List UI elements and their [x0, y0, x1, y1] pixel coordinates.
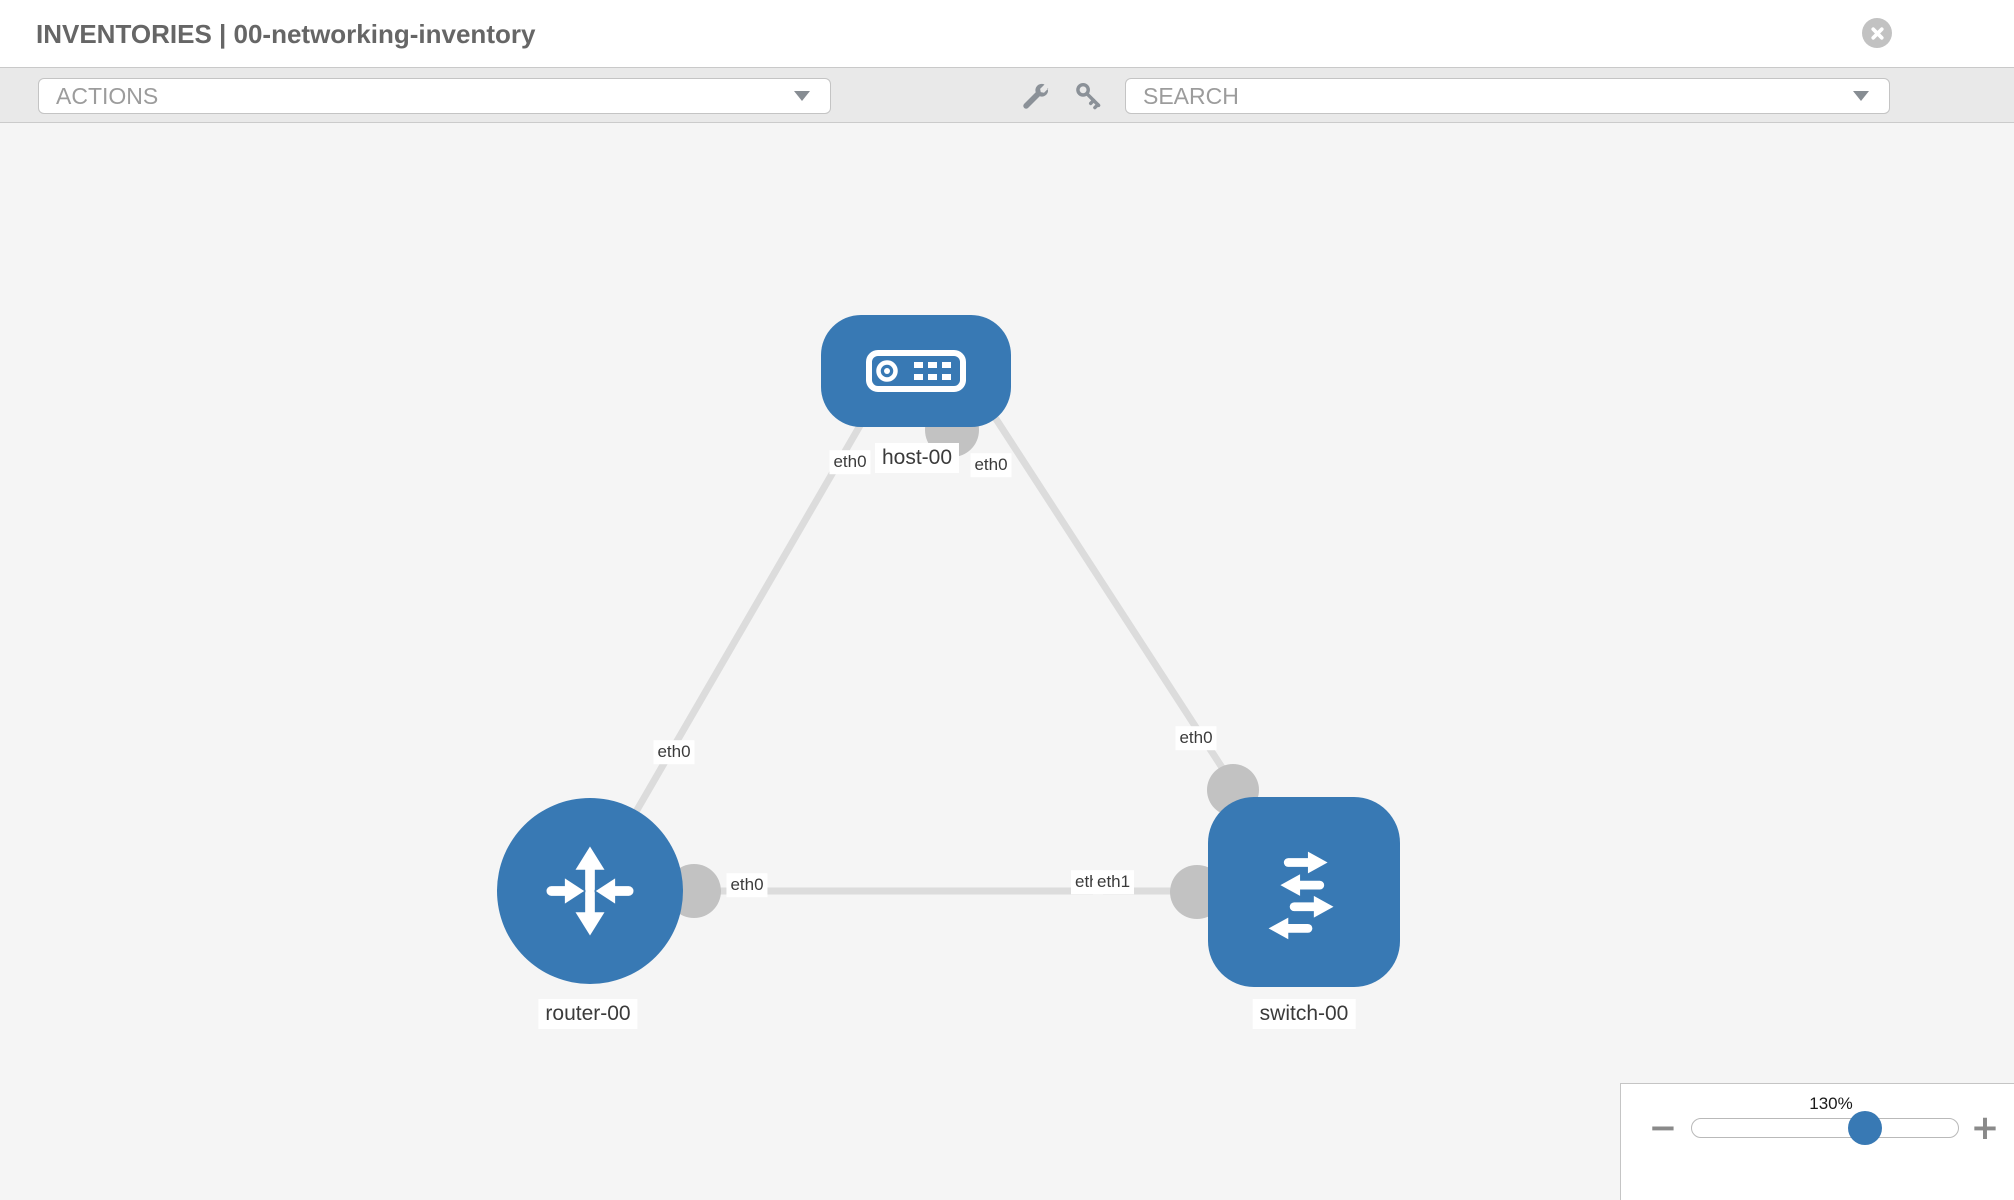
wrench-icon	[1023, 83, 1049, 109]
iface-label-switch-left: eth1	[1093, 870, 1135, 894]
configure-tools-button[interactable]	[1013, 68, 1057, 123]
chevron-down-icon	[794, 91, 810, 101]
node-switch-00[interactable]	[1208, 797, 1400, 987]
key-icon	[1076, 82, 1101, 109]
iface-label-router-right: eth0	[726, 873, 768, 897]
node-label-router-00: router-00	[538, 999, 638, 1030]
page-title: INVENTORIES | 00-networking-inventory	[36, 19, 536, 49]
node-label-host-00: host-00	[874, 443, 960, 474]
zoom-percentage: 130%	[1809, 1094, 1853, 1113]
topology-canvas[interactable]: host-00 router-00 switch-00 eth0 eth0 et…	[0, 123, 2014, 1200]
chevron-down-icon	[1853, 91, 1869, 101]
node-label-switch-00: switch-00	[1252, 999, 1356, 1030]
zoom-out-button[interactable]: −	[1643, 1106, 1683, 1150]
iface-label-switch-top: eth0	[1175, 726, 1217, 750]
credentials-button[interactable]	[1066, 68, 1110, 123]
close-button[interactable]	[1862, 18, 1892, 48]
node-host-00[interactable]	[821, 315, 1011, 427]
node-router-00[interactable]	[497, 798, 683, 984]
iface-label-host-left: eth0	[829, 450, 871, 474]
router-icon	[546, 846, 634, 936]
host-icon	[866, 350, 966, 392]
link-lines	[586, 344, 1314, 895]
search-dropdown[interactable]: SEARCH	[1125, 78, 1890, 114]
zoom-control-panel: 130% − +	[1620, 1083, 2014, 1200]
actions-dropdown-label: ACTIONS	[56, 82, 159, 109]
close-icon	[1870, 26, 1884, 40]
toolbar: ACTIONS SEARCH	[0, 68, 2014, 123]
header: INVENTORIES | 00-networking-inventory	[0, 0, 2014, 68]
actions-dropdown[interactable]: ACTIONS	[38, 78, 831, 114]
search-dropdown-label: SEARCH	[1143, 82, 1239, 109]
iface-label-host-right: eth0	[970, 453, 1012, 477]
zoom-slider-thumb[interactable]	[1848, 1111, 1882, 1145]
zoom-slider-track[interactable]	[1691, 1111, 1959, 1145]
link-router-host[interactable]	[586, 344, 909, 895]
iface-label-router-top: eth0	[653, 740, 695, 764]
zoom-in-button[interactable]: +	[1965, 1106, 2005, 1150]
switch-icon	[1268, 851, 1334, 940]
